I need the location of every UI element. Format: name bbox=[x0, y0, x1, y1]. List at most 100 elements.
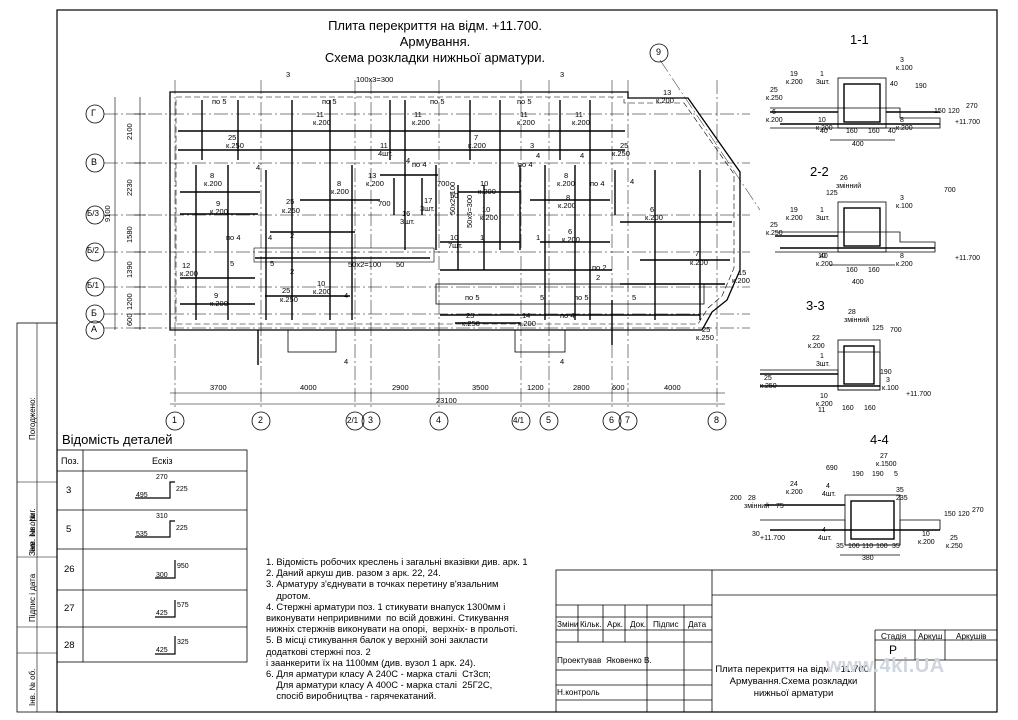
axis-row-label: Б bbox=[91, 308, 97, 318]
tb-nkontrol: Н.контроль bbox=[557, 688, 600, 697]
svg-text:10: 10 bbox=[482, 205, 490, 214]
note-line: Для арматури класу А 400С - марка сталі … bbox=[266, 679, 493, 691]
svg-text:+11.700: +11.700 bbox=[760, 535, 785, 542]
svg-text:к.250: к.250 bbox=[766, 95, 783, 102]
details-col-sketch: Ескіз bbox=[152, 456, 173, 466]
svg-text:11: 11 bbox=[520, 110, 528, 119]
tb-data: Дата bbox=[688, 620, 707, 629]
svg-text:10: 10 bbox=[480, 179, 488, 188]
tb-sheet-title-1: Плита перекриття на відм. +11.700. bbox=[715, 664, 872, 675]
svg-text:к.200: к.200 bbox=[313, 287, 331, 296]
axis-col-label: 2/1 bbox=[347, 416, 359, 425]
svg-text:150: 150 bbox=[934, 108, 946, 115]
svg-text:700: 700 bbox=[378, 199, 391, 208]
svg-text:5: 5 bbox=[270, 259, 274, 268]
svg-text:к.250: к.250 bbox=[946, 543, 963, 550]
title-line-2: Армування. bbox=[399, 34, 471, 49]
axis-col-label: 5 bbox=[546, 415, 552, 425]
svg-text:400: 400 bbox=[852, 279, 864, 286]
svg-text:22: 22 bbox=[812, 335, 820, 342]
svg-text:по 4: по 4 bbox=[518, 160, 533, 169]
svg-text:110: 110 bbox=[862, 543, 873, 550]
axis-row-label: А bbox=[91, 324, 98, 334]
svg-text:к.200: к.200 bbox=[896, 125, 913, 132]
svg-text:12: 12 bbox=[182, 261, 190, 270]
svg-text:к.200: к.200 bbox=[557, 179, 575, 188]
tb-dok: Док. bbox=[630, 620, 647, 629]
svg-text:6: 6 bbox=[650, 205, 654, 214]
tb-stadia-h: Стадія bbox=[881, 632, 907, 641]
svg-text:1: 1 bbox=[480, 233, 484, 242]
side-stamp: Підпис і дата bbox=[28, 573, 37, 622]
svg-text:3шт.: 3шт. bbox=[816, 215, 830, 222]
svg-text:по 5: по 5 bbox=[212, 97, 227, 106]
svg-text:8: 8 bbox=[566, 193, 570, 202]
svg-text:25: 25 bbox=[282, 286, 290, 295]
svg-text:7: 7 bbox=[474, 133, 478, 142]
bottom-dim: 2800 bbox=[573, 383, 590, 392]
svg-text:50х2=100: 50х2=100 bbox=[348, 260, 381, 269]
svg-text:11: 11 bbox=[414, 110, 422, 119]
svg-text:по 5: по 5 bbox=[430, 97, 445, 106]
svg-text:700: 700 bbox=[944, 187, 956, 194]
svg-text:25: 25 bbox=[950, 535, 958, 542]
detail-dim: 425 bbox=[156, 647, 168, 654]
axis-row-label: Б/2 bbox=[87, 246, 99, 255]
svg-text:25: 25 bbox=[770, 87, 778, 94]
svg-text:3: 3 bbox=[530, 141, 534, 150]
svg-text:к.200: к.200 bbox=[766, 117, 783, 124]
svg-text:4шт.: 4шт. bbox=[378, 149, 393, 158]
svg-text:по 4: по 4 bbox=[226, 233, 241, 242]
svg-text:35: 35 bbox=[896, 487, 904, 494]
svg-text:к.200: к.200 bbox=[816, 125, 833, 132]
svg-text:4: 4 bbox=[406, 156, 410, 165]
svg-text:к.200: к.200 bbox=[412, 118, 430, 127]
detail-dim: 535 bbox=[136, 531, 148, 538]
svg-text:6: 6 bbox=[772, 109, 776, 116]
detail-pos: 3 bbox=[66, 485, 72, 496]
svg-text:8: 8 bbox=[900, 253, 904, 260]
detail-dim: 310 bbox=[156, 513, 168, 520]
detail-pos: 26 bbox=[64, 564, 75, 575]
svg-text:к.1500: к.1500 bbox=[876, 461, 897, 468]
svg-text:8: 8 bbox=[210, 171, 214, 180]
svg-text:5: 5 bbox=[632, 293, 636, 302]
axis-col-label: 4/1 bbox=[513, 416, 525, 425]
svg-text:к.200: к.200 bbox=[786, 489, 803, 496]
svg-text:120: 120 bbox=[958, 511, 970, 518]
svg-text:4шт.: 4шт. bbox=[818, 535, 832, 542]
side-stamp: Погоджено: bbox=[28, 397, 37, 440]
detail-dim: 575 bbox=[177, 602, 189, 609]
svg-text:4шт.: 4шт. bbox=[822, 491, 836, 498]
svg-text:13: 13 bbox=[368, 171, 376, 180]
svg-text:25: 25 bbox=[466, 311, 474, 320]
detail-dim: 270 bbox=[156, 474, 168, 481]
note-line: додаткові стержні поз. 2 bbox=[266, 645, 371, 657]
section-2-title: 2-2 bbox=[810, 164, 829, 179]
svg-text:10: 10 bbox=[317, 279, 325, 288]
svg-text:к.200: к.200 bbox=[572, 118, 590, 127]
svg-text:400: 400 bbox=[852, 141, 864, 148]
svg-text:к.200: к.200 bbox=[468, 141, 486, 150]
svg-text:4: 4 bbox=[822, 527, 826, 534]
svg-text:5: 5 bbox=[540, 293, 544, 302]
svg-text:190: 190 bbox=[872, 471, 884, 478]
note-line: 4. Стержні арматури поз. 1 стикувати вна… bbox=[266, 600, 506, 612]
svg-text:25: 25 bbox=[286, 197, 294, 206]
svg-text:к.200: к.200 bbox=[656, 96, 674, 105]
svg-text:+11.700: +11.700 bbox=[955, 119, 980, 126]
drawing-title: Плита перекриття на відм. +11.700. Армув… bbox=[300, 18, 570, 66]
note-line: 2. Даний аркуш див. разом з арк. 22, 24. bbox=[266, 567, 441, 579]
svg-text:15: 15 bbox=[738, 268, 746, 277]
svg-text:к.200: к.200 bbox=[480, 213, 498, 222]
svg-text:к.250: к.250 bbox=[766, 230, 783, 237]
axis-row-label: Б/1 bbox=[87, 281, 99, 290]
svg-text:700: 700 bbox=[437, 179, 450, 188]
svg-text:3шт.: 3шт. bbox=[400, 217, 415, 226]
tb-kil: Кільк. bbox=[580, 620, 602, 629]
svg-text:3: 3 bbox=[886, 377, 890, 384]
svg-text:8: 8 bbox=[900, 117, 904, 124]
svg-text:40: 40 bbox=[888, 128, 896, 135]
svg-text:к.200: к.200 bbox=[518, 319, 536, 328]
tb-arkush-h: Аркуш bbox=[918, 632, 943, 641]
